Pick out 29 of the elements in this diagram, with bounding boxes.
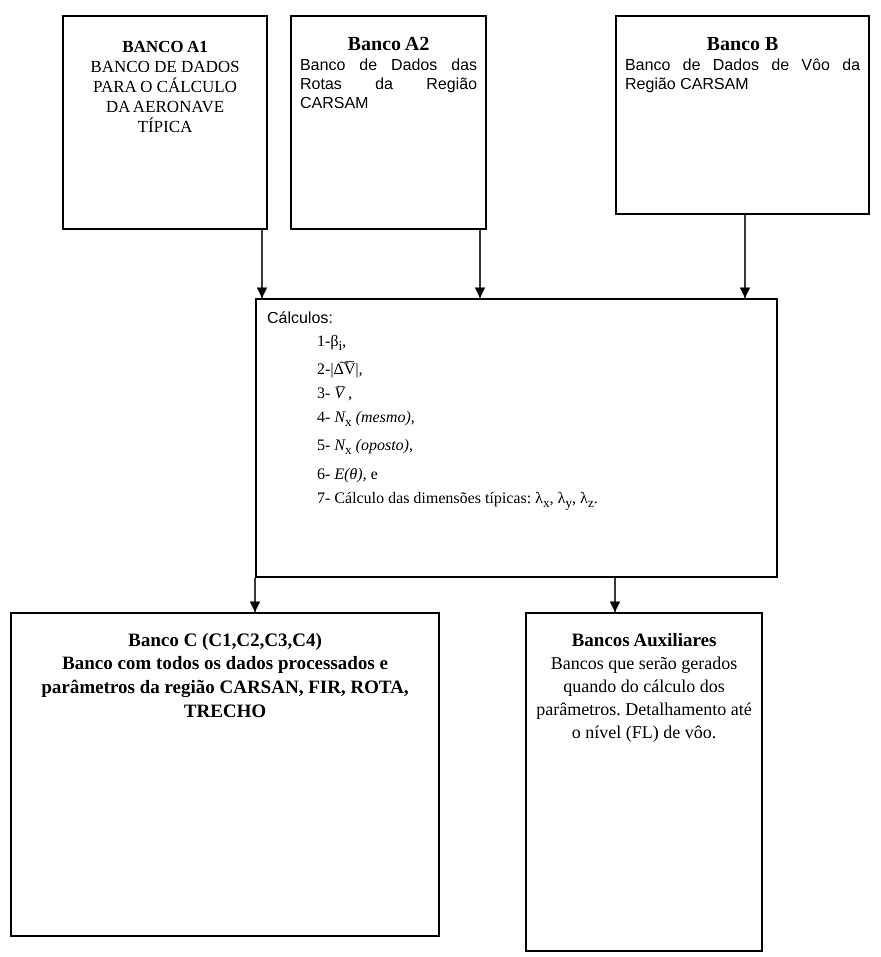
- database-box: [525, 612, 763, 952]
- box-heading: Banco B: [706, 33, 780, 56]
- arrow: [610, 578, 620, 612]
- box-description: Bancos que serão gerados quando do cálculo dos parâmetros. Detalhamento até o nível (FL) de vôo.: [535, 652, 753, 744]
- arrow: [474, 230, 486, 298]
- formula-text: 1-β$_{i}$,: [316, 332, 348, 356]
- box-heading: BANCO A1: [121, 37, 209, 57]
- formula-text: 5- N$_{x}$ (oposto),: [316, 436, 414, 460]
- formula-text: 3- V̅ ,: [316, 384, 354, 404]
- box-heading: Banco A2: [346, 33, 430, 56]
- database-box: [615, 15, 870, 215]
- box-heading: Cálculos:: [266, 309, 334, 329]
- formula-text: 2-|Δ̅V̅|,: [316, 360, 364, 380]
- formula-text: 7- Cálculo das dimensões típicas: λ$_{x}$, λ$_{y}$, λ$_{z}$.: [316, 488, 599, 512]
- box-description: Banco de Dados de Vôo da Região CARSAM: [624, 56, 861, 94]
- box-description: Banco de Dados das Rotas da Região CARSAM: [299, 56, 478, 113]
- database-box: [290, 15, 487, 230]
- process-box: [255, 298, 778, 578]
- database-box: [10, 612, 440, 937]
- box-description: Banco com todos os dados processados e parâmetros da região CARSAN, FIR, ROTA, TRECHO: [40, 652, 410, 724]
- arrow: [740, 215, 750, 298]
- formula-text: 4- N$_{x}$ (mesmo),: [316, 408, 416, 432]
- box-description: BANCO DE DADOS PARA O CÁLCULO DA AERONAVE TÍPICA: [89, 57, 241, 137]
- box-heading: Banco C (C1,C2,C3,C4): [127, 630, 323, 652]
- box-heading: Bancos Auxiliares: [570, 630, 718, 652]
- formula-text: 6- E(θ), e: [316, 464, 379, 485]
- arrow: [250, 578, 260, 612]
- arrow: [256, 230, 268, 298]
- database-box: [62, 15, 268, 230]
